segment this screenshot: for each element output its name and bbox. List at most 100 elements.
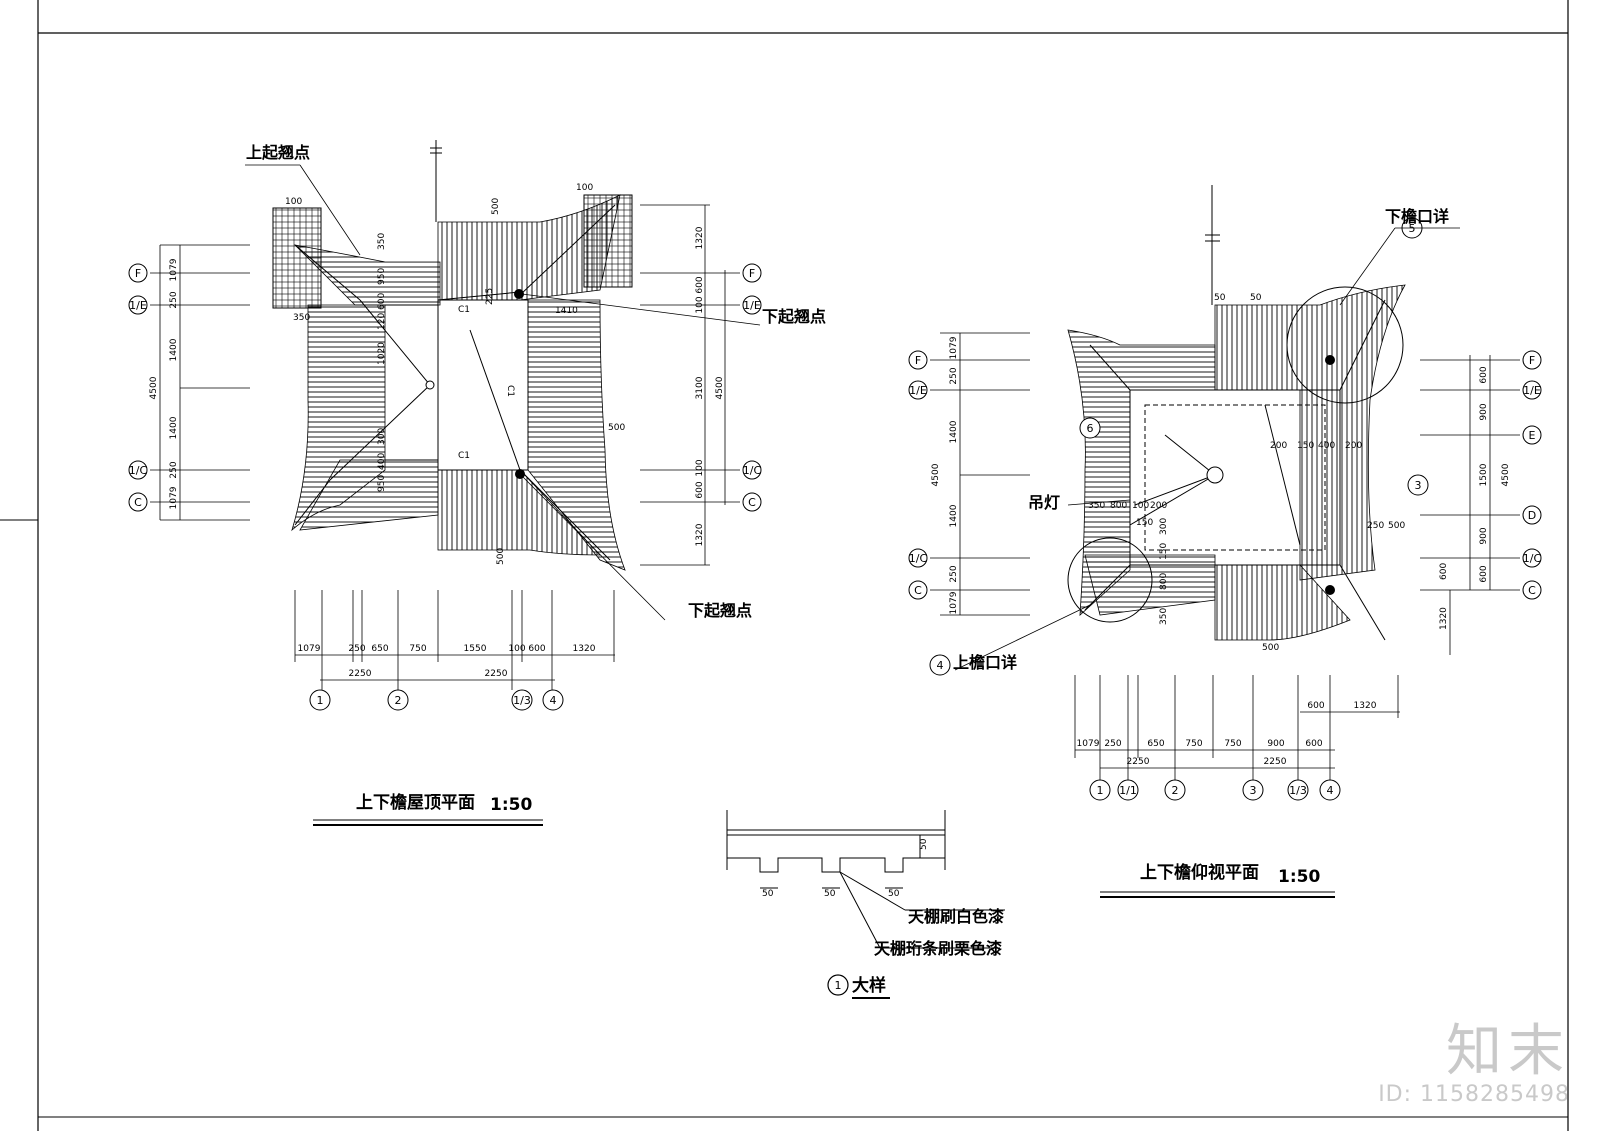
row-axes-left: F 1/E 1/C C bbox=[908, 350, 928, 600]
misc-dims: 100 100 350 350 950 950 500 500 500 1410… bbox=[285, 183, 625, 565]
detail-number-circle bbox=[827, 974, 849, 996]
dim-text: 1079 bbox=[169, 258, 179, 281]
dim-text: 600 bbox=[695, 276, 705, 293]
axis-label: 1/E bbox=[743, 299, 761, 312]
axis-label: 4 bbox=[1327, 784, 1334, 797]
ceiling-purlin-label: 天棚珩条刷栗色漆 bbox=[874, 939, 1002, 958]
dim-text: 500 bbox=[608, 423, 625, 433]
axis-label: 2 bbox=[395, 694, 402, 707]
leader-lines bbox=[954, 227, 1460, 671]
dim-text: 50 bbox=[1250, 293, 1262, 303]
flare-point bbox=[425, 380, 435, 390]
axis-label: F bbox=[1529, 354, 1535, 367]
dim-text: 200 bbox=[1150, 501, 1167, 511]
dim-text: 150 bbox=[1136, 518, 1153, 528]
dim-text: 150 bbox=[1297, 441, 1314, 451]
upper-flare-label: 上起翘点 bbox=[246, 143, 310, 162]
dim-text: 600 bbox=[1479, 565, 1489, 582]
axis-label: 1/C bbox=[909, 552, 928, 565]
dim-text: 1020 bbox=[377, 342, 387, 365]
leader-lines bbox=[245, 164, 761, 621]
dim-text: 500 bbox=[1388, 521, 1405, 531]
dim-text: 800 bbox=[1159, 573, 1169, 590]
marker-label: 4 bbox=[937, 659, 944, 672]
dim-text: 500 bbox=[491, 198, 501, 215]
dim-text: 100 bbox=[576, 183, 593, 193]
north-marker bbox=[1205, 185, 1220, 305]
axis-label: 1 bbox=[317, 694, 324, 707]
dim-text: 250 bbox=[348, 644, 365, 654]
dim-text: 600 bbox=[377, 293, 387, 310]
axis-label: F bbox=[749, 267, 755, 280]
dim-text: 1079 bbox=[949, 591, 959, 614]
dim-text: 1400 bbox=[949, 504, 959, 527]
dim-text: 1410 bbox=[555, 306, 578, 316]
right-dim-lines bbox=[640, 204, 740, 566]
roof-plan: F 1/E 1/C C F 1/E 1/C C 1 2 1/3 4 bbox=[128, 140, 826, 826]
dim-text: 300 bbox=[377, 428, 387, 445]
dim-text: 1320 bbox=[695, 523, 705, 546]
dim-text: 200 bbox=[1345, 441, 1362, 451]
lower-flare-label: 下起翘点 bbox=[688, 601, 752, 620]
dim-text: 400 bbox=[377, 453, 387, 470]
axis-label: 1/1 bbox=[1119, 784, 1137, 797]
axis-label: C bbox=[134, 496, 142, 509]
bottom-dims: 1079 250 650 750 1550 100 600 1320 2250 … bbox=[298, 644, 596, 679]
roof-outline bbox=[294, 204, 616, 561]
dim-text: 750 bbox=[1185, 739, 1202, 749]
left-dims: 1079 250 1400 1400 250 1079 4500 bbox=[931, 336, 959, 614]
eave-detail-circle bbox=[1286, 286, 1404, 404]
axis-label: 1/C bbox=[743, 464, 762, 477]
dim-text: 900 bbox=[1479, 403, 1489, 420]
roof-plan-title: 上下檐屋顶平面 bbox=[356, 792, 475, 813]
dim-text: 600 bbox=[1307, 701, 1324, 711]
detail-title: 大样 bbox=[852, 975, 886, 996]
eave-detail-circle bbox=[1067, 537, 1153, 623]
detail-number: 1 bbox=[835, 979, 842, 992]
axis-label: 1/E bbox=[1523, 384, 1541, 397]
ceiling-plan-title: 上下檐仰视平面 bbox=[1140, 862, 1259, 883]
pendant-lamp bbox=[1206, 466, 1224, 484]
dim-text: 1550 bbox=[464, 644, 487, 654]
column-node bbox=[1325, 585, 1335, 595]
dim-text: 1400 bbox=[949, 420, 959, 443]
dim-text: 50 bbox=[824, 889, 836, 899]
dim-text: 600 bbox=[1439, 563, 1449, 580]
ceiling-plan: F 1/E 1/C C F 1/E E D 1/C C bbox=[908, 185, 1542, 898]
axis-label: D bbox=[1528, 509, 1536, 522]
dim-text: 900 bbox=[1267, 739, 1284, 749]
dim-text: 600 bbox=[695, 481, 705, 498]
dim-text: 500 bbox=[496, 548, 506, 565]
dim-text: 1320 bbox=[695, 226, 705, 249]
marker-label: 5 bbox=[1409, 222, 1416, 235]
detail-section: 50 50 50 50 天棚刷白色漆 天棚珩条刷栗色漆 1 大样 bbox=[726, 810, 1005, 999]
axis-label: F bbox=[135, 267, 141, 280]
dim-text: 800 bbox=[1110, 501, 1127, 511]
axis-label: F bbox=[915, 354, 921, 367]
dim-text: 2250 bbox=[349, 669, 372, 679]
dim-text: 100 bbox=[695, 296, 705, 313]
dim-text: 1500 bbox=[1479, 463, 1489, 486]
col-axes: 1 1/1 2 3 1/3 4 bbox=[1089, 779, 1341, 801]
dim-text: 950 bbox=[377, 475, 387, 492]
dim-text: 1079 bbox=[298, 644, 321, 654]
axis-label: 1 bbox=[1097, 784, 1104, 797]
axis-label: 1/E bbox=[909, 384, 927, 397]
dim-text: 200 bbox=[1270, 441, 1287, 451]
dim-text: 3100 bbox=[695, 376, 705, 399]
axis-label: C bbox=[914, 584, 922, 597]
dim-text: 350 bbox=[293, 313, 310, 323]
dim-text: 100 bbox=[1132, 501, 1149, 511]
bottom-dim-lines bbox=[1074, 675, 1400, 780]
dim-text: 350 bbox=[377, 233, 387, 250]
detail-profile bbox=[726, 810, 1005, 949]
dim-text: 250 bbox=[949, 367, 959, 384]
dim-text: 600 bbox=[1479, 366, 1489, 383]
dim-text: 1320 bbox=[1354, 701, 1377, 711]
axis-label: 3 bbox=[1250, 784, 1257, 797]
axis-label: 1/C bbox=[1523, 552, 1542, 565]
lower-eave-detail-label: 下檐口详 bbox=[1385, 207, 1449, 226]
dim-text: 120 bbox=[377, 313, 387, 330]
ceiling-white-label: 天棚刷白色漆 bbox=[908, 907, 1004, 926]
